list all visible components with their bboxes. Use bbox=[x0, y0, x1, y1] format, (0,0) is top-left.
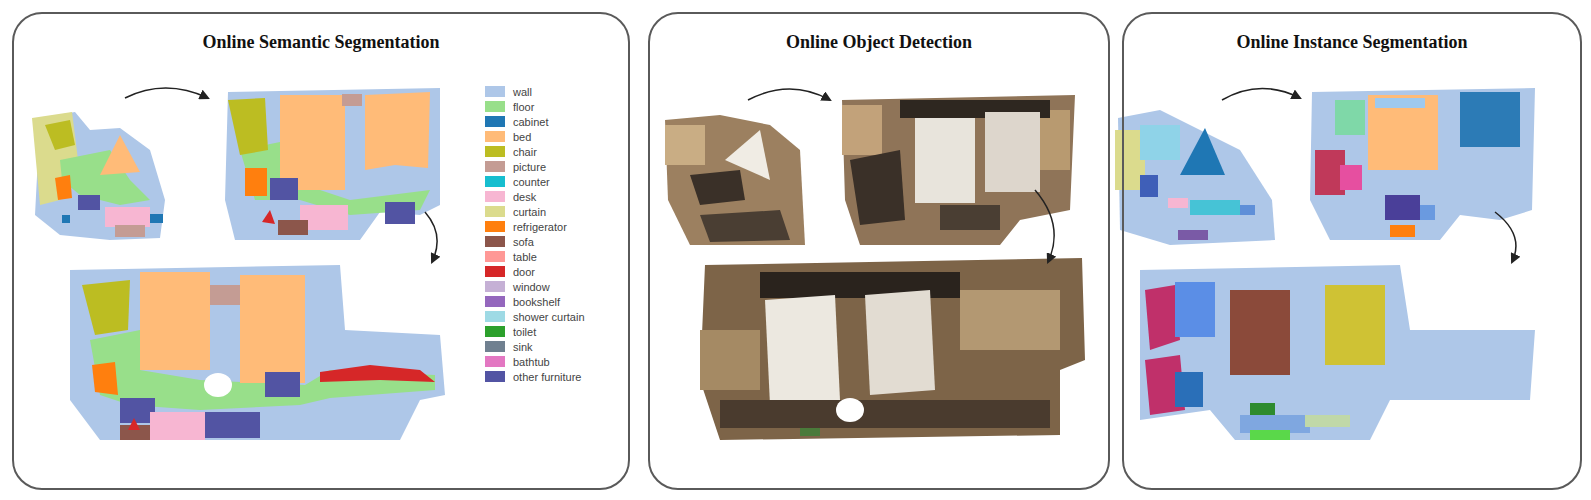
legend-item: counter bbox=[485, 174, 585, 189]
instance-scene-small bbox=[1115, 110, 1275, 245]
legend-swatch bbox=[485, 116, 505, 127]
legend-label: sofa bbox=[513, 236, 534, 248]
legend-swatch bbox=[485, 251, 505, 262]
legend-swatch bbox=[485, 296, 505, 307]
legend-swatch bbox=[485, 341, 505, 352]
legend-swatch bbox=[485, 131, 505, 142]
panel-box: Online Object Detection bbox=[648, 12, 1110, 490]
legend-item: refrigerator bbox=[485, 219, 585, 234]
legend-swatch bbox=[485, 311, 505, 322]
legend-item: wall bbox=[485, 84, 585, 99]
legend-item: curtain bbox=[485, 204, 585, 219]
legend: wall floor cabinet bed chair picture counter de… bbox=[485, 84, 585, 384]
legend-label: counter bbox=[513, 176, 550, 188]
legend-item: picture bbox=[485, 159, 585, 174]
legend-label: door bbox=[513, 266, 535, 278]
legend-item: toilet bbox=[485, 324, 585, 339]
legend-item: sofa bbox=[485, 234, 585, 249]
legend-swatch bbox=[485, 221, 505, 232]
legend-label: cabinet bbox=[513, 116, 548, 128]
legend-label: bathtub bbox=[513, 356, 550, 368]
panel-box: Online Semantic Segmentation bbox=[12, 12, 630, 490]
legend-label: floor bbox=[513, 101, 534, 113]
legend-item: bed bbox=[485, 129, 585, 144]
legend-label: other furniture bbox=[513, 371, 581, 383]
panel-box: Online Instance Segmentation bbox=[1122, 12, 1582, 490]
legend-item: window bbox=[485, 279, 585, 294]
legend-item: desk bbox=[485, 189, 585, 204]
legend-item: bookshelf bbox=[485, 294, 585, 309]
rgb-scene-small bbox=[665, 115, 805, 245]
legend-item: other furniture bbox=[485, 369, 585, 384]
legend-item: shower curtain bbox=[485, 309, 585, 324]
legend-label: toilet bbox=[513, 326, 536, 338]
rgb-scene-large bbox=[700, 258, 1085, 440]
legend-item: bathtub bbox=[485, 354, 585, 369]
legend-swatch bbox=[485, 161, 505, 172]
legend-swatch bbox=[485, 281, 505, 292]
instance-scene-large bbox=[1140, 265, 1535, 440]
legend-label: sink bbox=[513, 341, 533, 353]
legend-label: bookshelf bbox=[513, 296, 560, 308]
semantic-scene-large bbox=[70, 265, 445, 440]
legend-swatch bbox=[485, 206, 505, 217]
legend-label: table bbox=[513, 251, 537, 263]
legend-item: sink bbox=[485, 339, 585, 354]
panel-title: Online Semantic Segmentation bbox=[14, 14, 628, 53]
legend-item: table bbox=[485, 249, 585, 264]
semantic-scene-small bbox=[32, 112, 165, 240]
legend-label: bed bbox=[513, 131, 531, 143]
legend-swatch bbox=[485, 146, 505, 157]
legend-label: refrigerator bbox=[513, 221, 567, 233]
legend-swatch bbox=[485, 176, 505, 187]
semantic-scene-medium bbox=[225, 88, 440, 240]
legend-swatch bbox=[485, 326, 505, 337]
panel-title: Online Instance Segmentation bbox=[1124, 14, 1580, 53]
legend-swatch bbox=[485, 236, 505, 247]
legend-swatch bbox=[485, 86, 505, 97]
legend-label: shower curtain bbox=[513, 311, 585, 323]
legend-item: chair bbox=[485, 144, 585, 159]
legend-item: floor bbox=[485, 99, 585, 114]
legend-label: chair bbox=[513, 146, 537, 158]
legend-swatch bbox=[485, 191, 505, 202]
panel-title: Online Object Detection bbox=[650, 14, 1108, 53]
legend-swatch bbox=[485, 371, 505, 382]
legend-label: desk bbox=[513, 191, 536, 203]
legend-label: picture bbox=[513, 161, 546, 173]
legend-label: wall bbox=[513, 86, 532, 98]
rgb-scene-medium bbox=[842, 95, 1075, 245]
legend-swatch bbox=[485, 101, 505, 112]
legend-swatch bbox=[485, 266, 505, 277]
legend-label: window bbox=[513, 281, 550, 293]
legend-item: cabinet bbox=[485, 114, 585, 129]
legend-item: door bbox=[485, 264, 585, 279]
legend-swatch bbox=[485, 356, 505, 367]
legend-label: curtain bbox=[513, 206, 546, 218]
